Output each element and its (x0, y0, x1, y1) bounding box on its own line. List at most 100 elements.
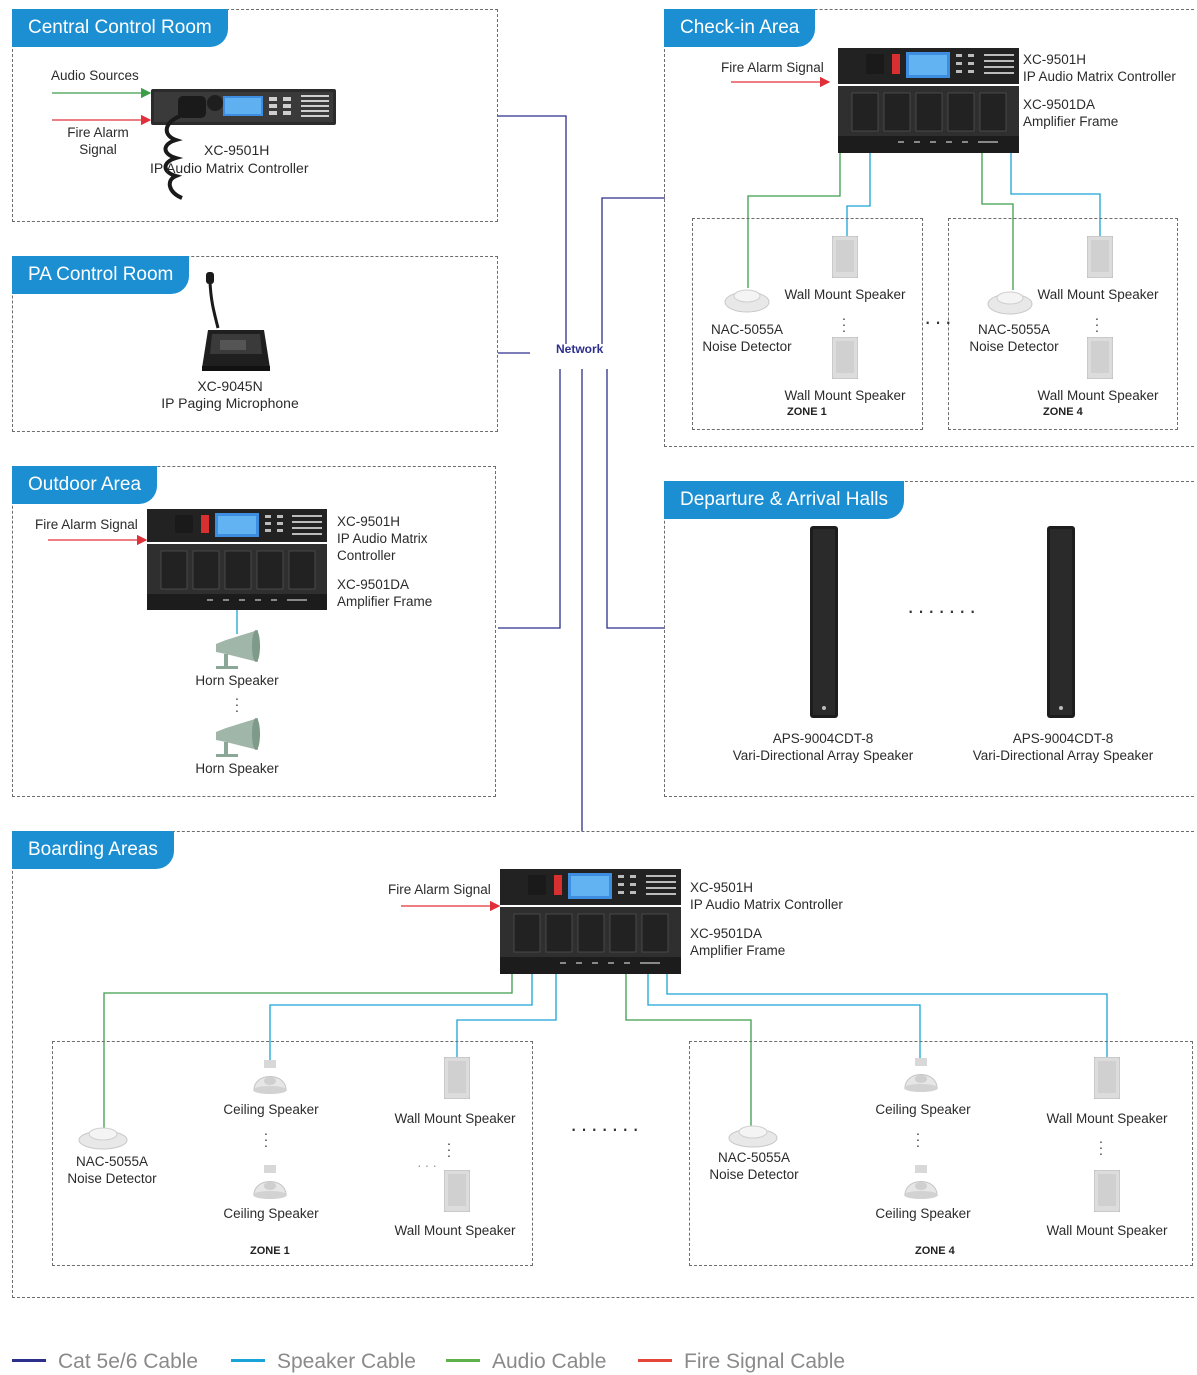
horn-speaker-icon (216, 630, 260, 669)
checkin-z4-nd-model: NAC-5055A (977, 322, 1051, 337)
departure-speaker-2-label: APS-9004CDT-8 Vari-Directional Array Spe… (952, 730, 1174, 764)
departure-speaker-1-label: APS-9004CDT-8 Vari-Directional Array Spe… (712, 730, 934, 764)
legend-swatch-cat (12, 1358, 46, 1362)
zone-checkin-area (664, 9, 1194, 447)
checkin-controller-label: XC-9501H IP Audio Matrix Controller (1023, 51, 1176, 85)
audio-sources-label: Audio Sources (51, 68, 139, 83)
outdoor-controller-name-2: Controller (337, 548, 396, 563)
checkin-controller-model: XC-9501H (1023, 52, 1087, 67)
checkin-z1-vertical-ellipsis: ··· (841, 310, 847, 338)
departure-s2-name: Vari-Directional Array Speaker (972, 748, 1154, 763)
zone-outdoor-area (12, 466, 496, 797)
boarding-z1-wall-bottom-label: Wall Mount Speaker (394, 1223, 516, 1238)
boarding-fire-alarm-label: Fire Alarm Signal (388, 882, 491, 897)
central-controller-name: IP Audio Matrix Controller (150, 160, 309, 176)
boarding-z4-ceiling-vertical-ellipsis: ··· (915, 1125, 921, 1153)
noise-detector-icon (724, 289, 770, 313)
network-cables (498, 115, 665, 831)
ceiling-speaker-icon (253, 1165, 287, 1199)
noise-detector-icon (987, 291, 1033, 315)
boarding-amplifier-name: Amplifier Frame (690, 943, 786, 958)
boarding-amplifier-label: XC-9501DA Amplifier Frame (690, 925, 785, 959)
section-tab-checkin-area: Check-in Area (664, 9, 816, 47)
departure-s1-name: Vari-Directional Array Speaker (732, 748, 914, 763)
boarding-amplifier-model: XC-9501DA (690, 926, 763, 941)
outdoor-amplifier-name: Amplifier Frame (337, 594, 433, 609)
legend-item-speaker-cable: Speaker Cable (231, 1349, 416, 1375)
section-tab-departure-halls: Departure & Arrival Halls (664, 481, 905, 519)
outdoor-controller-amplifier-device (147, 509, 327, 610)
boarding-z4-wall-top-label: Wall Mount Speaker (1046, 1111, 1168, 1126)
boarding-z4-wall-bottom-label: Wall Mount Speaker (1046, 1223, 1168, 1238)
wall-speaker-icon (832, 236, 858, 278)
zone-central-control-room (12, 9, 498, 222)
boarding-controller-model: XC-9501H (690, 880, 754, 895)
section-tab-outdoor-area: Outdoor Area (12, 466, 158, 504)
checkin-z1-wall-speaker-bottom-label: Wall Mount Speaker (784, 388, 906, 403)
fire-signal-cables (48, 76, 831, 912)
legend-swatch-audio (446, 1358, 480, 1362)
boarding-z4-ceiling-top-label: Ceiling Speaker (875, 1102, 971, 1117)
boarding-z4-ceiling-bottom-label: Ceiling Speaker (875, 1206, 971, 1221)
horn-speaker-label-top: Horn Speaker (195, 673, 279, 688)
array-speaker-icon (810, 526, 838, 718)
section-tab-pa-control-room: PA Control Room (12, 256, 190, 294)
boarding-z1-wall-top-label: Wall Mount Speaker (394, 1111, 516, 1126)
zone-checkin-zone4 (948, 218, 1178, 430)
legend-label-speaker: Speaker Cable (277, 1350, 416, 1373)
legend-swatch-fire (638, 1358, 672, 1362)
ceiling-speaker-icon (904, 1165, 938, 1199)
legend-item-fire-cable: Fire Signal Cable (638, 1349, 845, 1375)
departure-s2-model: APS-9004CDT-8 (1012, 731, 1114, 746)
checkin-z4-wall-speaker-bottom-label: Wall Mount Speaker (1037, 388, 1159, 403)
boarding-z1-small-ellipsis: ··· (417, 1157, 440, 1173)
checkin-zone4-label: ZONE 4 (1043, 406, 1083, 418)
checkin-amplifier-label: XC-9501DA Amplifier Frame (1023, 96, 1118, 130)
paging-mic-label: XC-9045N IP Paging Microphone (120, 378, 340, 412)
checkin-amplifier-model: XC-9501DA (1023, 97, 1096, 112)
wall-speaker-icon (444, 1170, 470, 1212)
noise-detector-icon (728, 1125, 778, 1148)
fire-alarm-line1: Fire Alarm (67, 125, 129, 140)
zone-boarding-zone1 (52, 1041, 533, 1266)
zone-boarding-zone4 (689, 1041, 1193, 1266)
wall-speaker-icon (1094, 1057, 1120, 1099)
fire-alarm-line2: Signal (79, 142, 117, 157)
checkin-z1-wall-speaker-top-label: Wall Mount Speaker (784, 287, 906, 302)
section-tab-boarding-areas: Boarding Areas (12, 831, 174, 869)
noise-detector-icon (78, 1127, 128, 1150)
checkin-zone1-label: ZONE 1 (787, 406, 827, 418)
central-controller-model: XC-9501H (204, 142, 270, 158)
boarding-z1-nd-name: Noise Detector (67, 1171, 157, 1186)
horn-vertical-ellipsis: ··· (234, 690, 240, 718)
ceiling-speaker-icon (253, 1060, 287, 1094)
fire-alarm-label: Fire Alarm Signal (58, 124, 138, 158)
departure-s1-model: APS-9004CDT-8 (772, 731, 874, 746)
section-tab-central-control-room: Central Control Room (12, 9, 228, 47)
checkin-z4-nd-name: Noise Detector (969, 339, 1059, 354)
horn-speaker-label-bottom: Horn Speaker (195, 761, 279, 776)
checkin-horizontal-ellipsis: ··· (924, 309, 955, 334)
legend-swatch-speaker (231, 1358, 265, 1362)
boarding-z1-ceiling-top-label: Ceiling Speaker (223, 1102, 319, 1117)
boarding-zone1-label: ZONE 1 (250, 1245, 290, 1257)
boarding-z4-noise-detector-label: NAC-5055A Noise Detector (694, 1149, 814, 1183)
outdoor-controller-name-1: IP Audio Matrix (337, 531, 428, 546)
checkin-controller-name: IP Audio Matrix Controller (1023, 69, 1176, 84)
wall-speaker-icon (1087, 236, 1113, 278)
boarding-controller-label: XC-9501H IP Audio Matrix Controller (690, 879, 843, 913)
boarding-controller-name: IP Audio Matrix Controller (690, 897, 843, 912)
boarding-z4-nd-name: Noise Detector (709, 1167, 799, 1182)
wall-speaker-icon (1094, 1170, 1120, 1212)
handheld-microphone-icon (163, 96, 206, 200)
legend-label-audio: Audio Cable (492, 1350, 607, 1373)
checkin-z1-nd-model: NAC-5055A (710, 322, 784, 337)
horn-speaker-icon (216, 718, 260, 757)
paging-mic-name: IP Paging Microphone (161, 395, 299, 411)
checkin-z4-noise-detector-label: NAC-5055A Noise Detector (959, 321, 1069, 355)
paging-microphone-device (202, 272, 270, 371)
outdoor-controller-model: XC-9501H (337, 514, 401, 529)
legend-label-fire: Fire Signal Cable (684, 1350, 846, 1373)
zone-departure-halls (664, 481, 1194, 797)
